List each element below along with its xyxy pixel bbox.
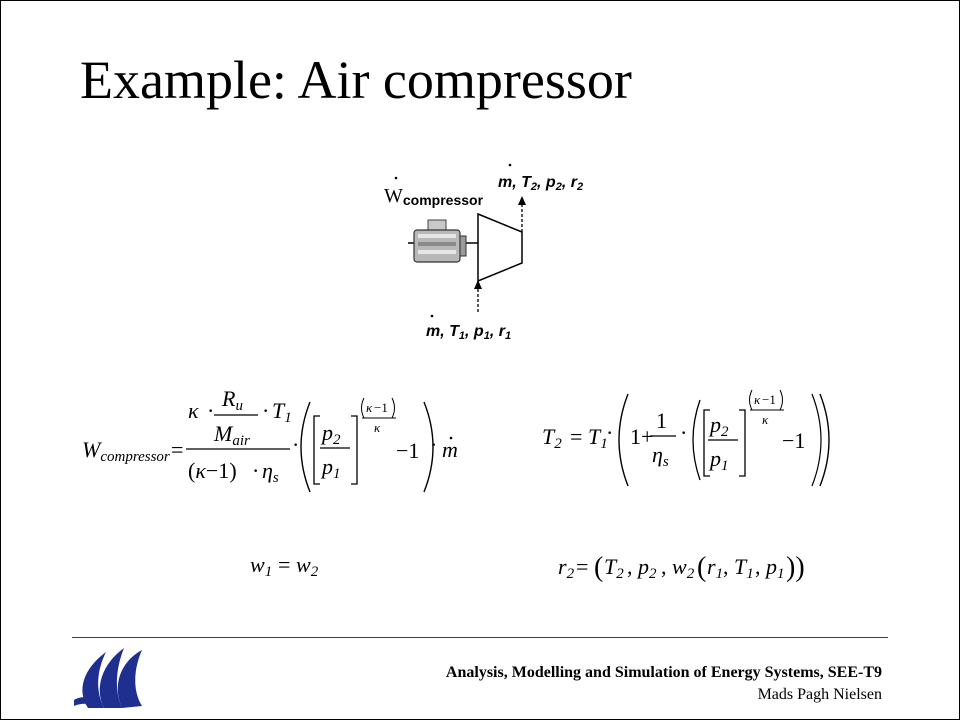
- eq-work-dot5: ·: [430, 432, 437, 457]
- eq-work-dot2: ·: [262, 398, 269, 423]
- eq-work-big-paren-left: [300, 401, 311, 493]
- eq-state-paren-open2: (: [697, 552, 706, 583]
- eq-work-dot4: ·: [292, 432, 299, 457]
- eq-work-ru: Ru: [221, 386, 243, 414]
- eq-temp-exp-paren-right: [779, 389, 783, 411]
- eq-state-t1: T1: [734, 554, 754, 582]
- eq-temp-exp-minus1: −1: [762, 392, 776, 407]
- eq-state-p2: p2: [636, 554, 657, 582]
- eq-hum-w1: w1: [250, 552, 272, 580]
- eq-work-p1: p1: [320, 454, 341, 482]
- eq-work-equals: =: [171, 437, 183, 462]
- eq-work-minus1: −1: [396, 438, 419, 463]
- eq-work-exp-paren-left: [361, 397, 365, 419]
- eq-temp-exp-paren-left: [749, 389, 753, 411]
- eq-temp-big-paren-right: [819, 393, 830, 487]
- eq-temp-dot1: ·: [606, 420, 613, 445]
- eq-work-dot3: ·: [252, 458, 259, 483]
- power-dot: [394, 176, 398, 180]
- eq-temp-lhs: T2: [542, 424, 562, 452]
- eq-state-r1: r1: [707, 554, 723, 582]
- eq-temp-outer-paren: [811, 393, 822, 487]
- eq-state-r2: r2: [558, 554, 575, 582]
- eq-temp-eta: ηs: [652, 442, 669, 470]
- eq-work-den: (κ−1): [188, 458, 237, 483]
- outlet-arrow-icon: [518, 196, 526, 232]
- eq-state-comma1: ,: [627, 554, 633, 579]
- inlet-label: m, T1, p1, r1: [426, 323, 511, 342]
- eq-temp-minus1: −1: [782, 428, 805, 453]
- eq-hum-equals: =: [278, 552, 290, 577]
- eq-hum-w2: w2: [296, 552, 319, 580]
- eq-work-eta: ηs: [262, 458, 279, 486]
- motor-icon: [408, 219, 478, 263]
- eq-temp-t1: T1: [588, 424, 608, 452]
- eq-temp-mid-paren-left: [692, 399, 701, 481]
- eq-work-mdot: m: [442, 437, 458, 462]
- eq-work-bracket-left: [313, 415, 320, 485]
- outlet-dot: [508, 163, 512, 167]
- eq-temp-frac-one: 1: [656, 408, 667, 433]
- inlet-arrow-icon: [474, 280, 482, 312]
- eq-state-comma3: ,: [723, 554, 729, 579]
- eq-work-t1: T1: [272, 398, 292, 426]
- power-label: Wcompressor: [384, 185, 484, 208]
- slide-title: Example: Air compressor: [80, 50, 632, 110]
- footer-course-title: Analysis, Modelling and Simulation of En…: [445, 664, 882, 681]
- outlet-label: m, T2, p2, r2: [498, 174, 583, 193]
- eq-work-dot1: ·: [207, 398, 214, 423]
- eq-temp-bracket-right: [739, 409, 746, 477]
- eq-temp-bracket-left: [703, 409, 710, 477]
- eq-state-equals: =: [576, 554, 588, 579]
- eq-state-w2: w2: [672, 554, 695, 582]
- eq-work-bracket-right: [351, 415, 358, 485]
- eq-work-exp-kappa: κ: [366, 400, 373, 415]
- eq-temp-exp-kappa-den: κ: [762, 412, 769, 427]
- compressor-icon: [477, 212, 523, 283]
- eq-temp-equals: =: [570, 424, 582, 449]
- eq-work-mair: Mair: [213, 421, 250, 449]
- eq-state-t2: T2: [604, 554, 624, 582]
- eq-temp-exp-kappa: κ: [754, 392, 761, 407]
- footer-author: Mads Pagh Nielsen: [757, 686, 882, 703]
- eq-work-mdot-dot: [449, 436, 453, 440]
- eq-state-comma4: ,: [755, 554, 761, 579]
- inlet-dot: [430, 314, 434, 318]
- eq-state-paren-open: (: [594, 552, 603, 583]
- eq-temp-p2: p2: [708, 412, 729, 440]
- eq-temp-dot2: ·: [680, 420, 687, 445]
- eq-temp-p1: p1: [708, 446, 729, 474]
- eq-work-p2: p2: [320, 420, 341, 448]
- eq-temp-one-plus: 1+: [630, 424, 653, 449]
- footer-divider: [72, 637, 888, 638]
- eq-work-lhs: Wcompressor: [82, 437, 170, 465]
- eq-work-exp-minus1: −1: [374, 400, 388, 415]
- eq-state-comma2: ,: [661, 554, 667, 579]
- eq-work-kappa: κ: [188, 398, 199, 423]
- eq-state-p1: p1: [764, 554, 785, 582]
- eq-temp-big-paren-left: [618, 393, 629, 487]
- eq-work-exp-kappa-den: κ: [374, 420, 381, 435]
- eq-work-exp-paren-right: [391, 397, 395, 419]
- eq-work-big-paren-right: [423, 401, 434, 493]
- eq-state-paren-close: )): [786, 552, 805, 583]
